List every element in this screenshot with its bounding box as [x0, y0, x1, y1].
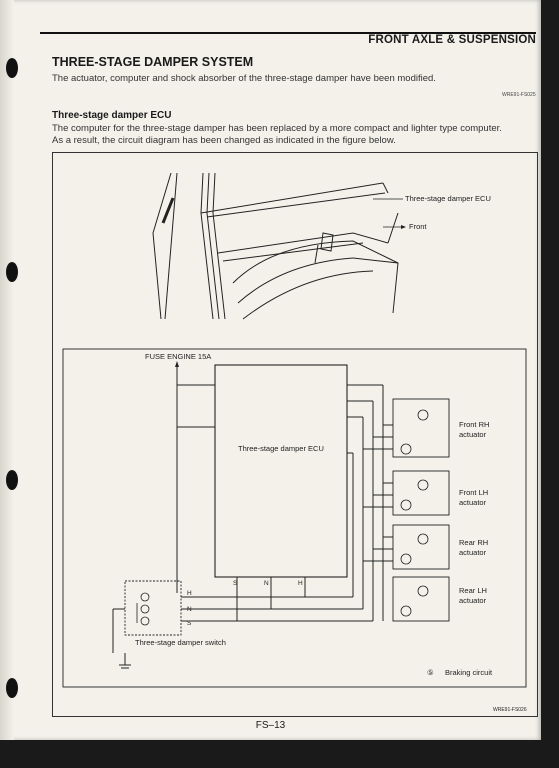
binder-hole: [6, 58, 18, 78]
circuit-frame: [62, 348, 527, 688]
fuse-label: FUSE ENGINE 15A: [145, 352, 211, 361]
actuator-rear-rh: [363, 524, 450, 570]
actuator-label-1b: actuator: [459, 430, 487, 439]
figure-drawing: Three-stage damper ECU Front FUSE ENGINE…: [62, 172, 527, 713]
subsection-title: Three-stage damper ECU: [52, 110, 172, 121]
actuator-label-1a: Front RH: [459, 420, 489, 429]
ecu-pin-n: N: [264, 580, 269, 587]
vehicle-illustration: [152, 172, 399, 320]
binder-hole: [6, 470, 18, 490]
binder-hole: [6, 262, 18, 282]
switch-pin-h: H: [187, 590, 192, 597]
braking-circuit-label: Braking circuit: [445, 668, 493, 677]
braking-circuit-symbol: ⑤: [427, 668, 434, 677]
front-label: Front: [409, 222, 427, 231]
ecu-location-label: Three-stage damper ECU: [405, 194, 491, 203]
ecu-box: [214, 364, 348, 578]
actuator-rear-lh: [392, 576, 450, 622]
ecu-box-label: Three-stage damper ECU: [238, 444, 324, 453]
section-intro: The actuator, computer and shock absorbe…: [52, 73, 436, 84]
actuator-label-4a: Rear LH: [459, 586, 487, 595]
damper-switch: [124, 580, 182, 636]
arrow-up-icon: [175, 361, 179, 367]
ecu-pin-h: H: [298, 580, 303, 587]
figure-frame: Three-stage damper ECU Front FUSE ENGINE…: [52, 152, 538, 717]
switch-pin-s: S: [187, 620, 192, 627]
actuator-label-2b: actuator: [459, 498, 487, 507]
figure-reference-code: WRE91-FS026: [493, 707, 527, 713]
section-tab: FRONT AXLE & SUSPENSION: [368, 34, 536, 46]
arrow-head-icon: [401, 225, 406, 229]
page-number: FS–13: [255, 720, 286, 731]
binder-hole: [6, 678, 18, 698]
actuator-front-rh: [363, 398, 450, 458]
actuator-label-3a: Rear RH: [459, 538, 488, 547]
subsection-text-1: The computer for the three-stage damper …: [52, 123, 502, 134]
actuator-label-3b: actuator: [459, 548, 487, 557]
section-title: THREE-STAGE DAMPER SYSTEM: [52, 55, 254, 69]
actuator-label-2a: Front LH: [459, 488, 488, 497]
subsection-text-2: As a result, the circuit diagram has bee…: [52, 135, 396, 146]
ecu-pin-s: S: [233, 580, 238, 587]
actuator-front-lh: [363, 470, 450, 516]
page-header: FRONT AXLE & SUSPENSION: [40, 32, 536, 49]
switch-label: Three-stage damper switch: [135, 638, 226, 647]
reference-code: WRE91-FS025: [502, 92, 536, 98]
binding-spine: [0, 0, 14, 740]
manual-page: FRONT AXLE & SUSPENSION THREE-STAGE DAMP…: [0, 0, 541, 740]
actuator-label-4b: actuator: [459, 596, 487, 605]
